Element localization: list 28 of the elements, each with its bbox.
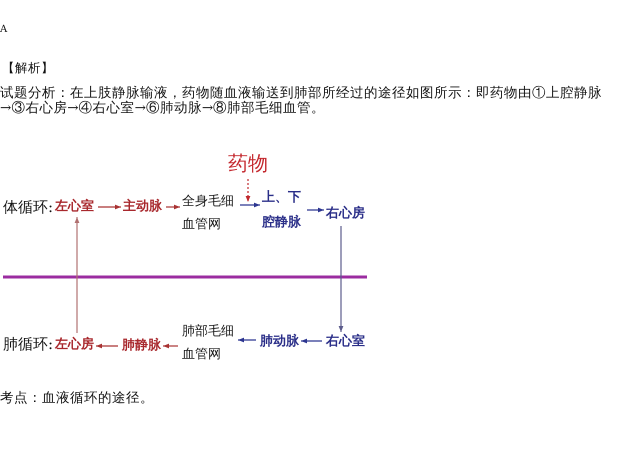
- node-label: 左心室: [55, 199, 94, 215]
- arrow: [301, 338, 322, 344]
- node-label: 肺动脉: [260, 334, 299, 350]
- arrow: [74, 217, 80, 333]
- key-point-note: 考点：血液循环的途径。: [0, 390, 154, 406]
- arrow: [98, 204, 121, 210]
- arrow: [246, 179, 250, 202]
- arrow: [163, 344, 178, 348]
- node-label: 肺部毛细血管网: [182, 320, 236, 366]
- arrow: [307, 208, 324, 212]
- arrow: [96, 344, 118, 348]
- row-heading: 肺循环:: [3, 336, 54, 353]
- analysis-paragraph: 试题分析：在上肢静脉输液，药物随血液输送到肺部所经过的途径如图所示：即药物由①上腔静脉→③右心房→④右心室→⑥肺动脉→⑧肺部毛细血管。: [0, 86, 603, 116]
- node-label: 药物: [228, 151, 268, 175]
- node-label: 全身毛细血管网: [182, 190, 236, 236]
- section-heading: 【解析】: [2, 60, 54, 75]
- row-heading: 体循环:: [3, 199, 54, 216]
- arrow: [166, 204, 180, 210]
- node-label: 右心室: [326, 334, 365, 350]
- node-label: 左心房: [55, 337, 94, 353]
- node-label: 上、下腔静脉: [262, 185, 303, 235]
- arrow: [240, 202, 260, 208]
- node-label: 主动脉: [123, 199, 162, 215]
- node-label: 右心房: [326, 206, 365, 222]
- answer-letter: A: [0, 24, 8, 36]
- arrow: [238, 338, 256, 342]
- arrow: [338, 226, 344, 332]
- node-label: 肺静脉: [122, 338, 161, 354]
